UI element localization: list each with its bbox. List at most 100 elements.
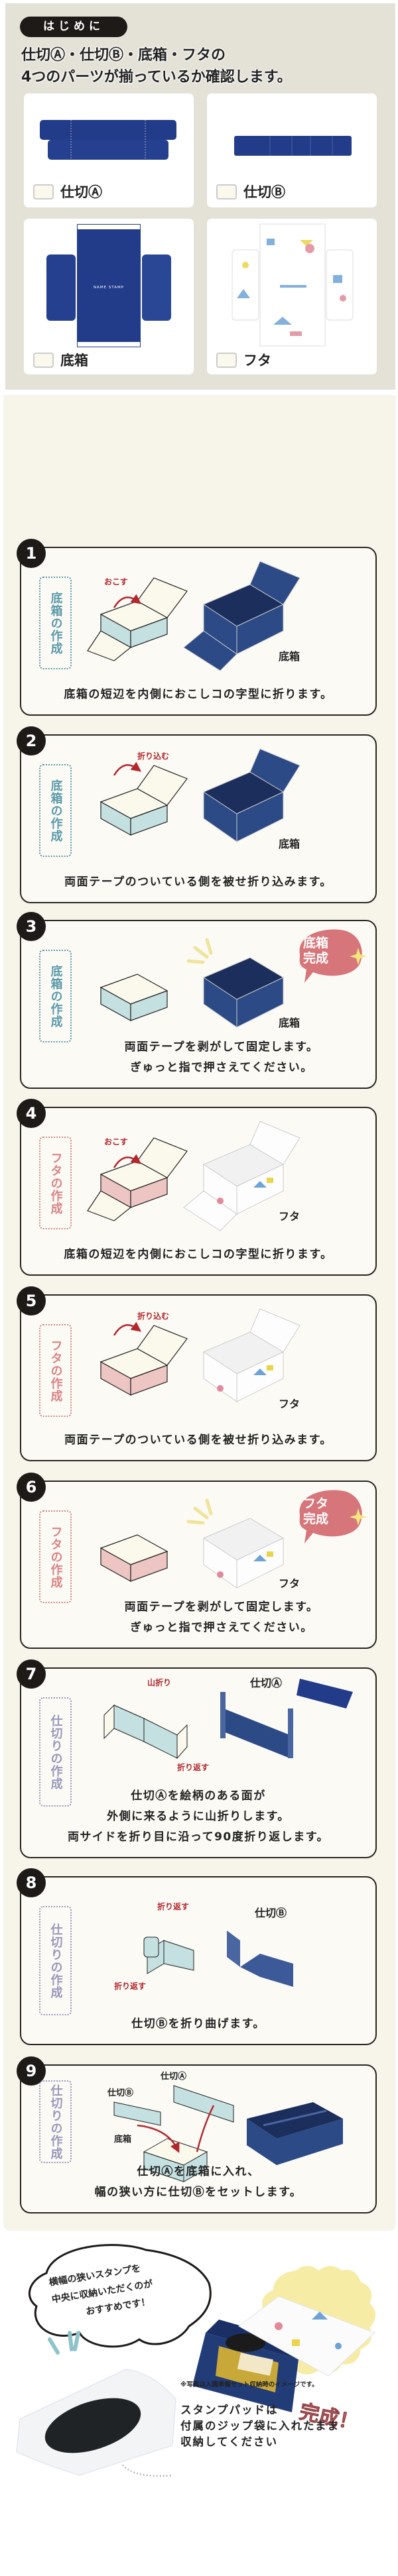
- step-section-label: フタの作成: [39, 1510, 72, 1603]
- caption-line: 仕切Ⓐを絵柄のある面が: [131, 1789, 266, 1803]
- part-card-lid: フタ: [207, 219, 377, 374]
- caption-line: 底箱の短辺を内側におこしコの字型に折ります。: [64, 1248, 333, 1261]
- step-annotation: 仕切Ⓐ: [161, 2072, 187, 2082]
- step-card-2: 2 底箱の作成 折り込む底箱両面テープのついている側を被せ折り込みます。: [17, 726, 377, 903]
- complete-bubble-text: フタ完成: [303, 1496, 328, 1527]
- step-number-badge: 8: [17, 1868, 46, 1897]
- stamp-pad-photo: [16, 2331, 176, 2477]
- headline-line: 仕切Ⓐ・仕切Ⓑ・底箱・フタの: [21, 47, 226, 64]
- part-label: 底箱: [60, 353, 88, 368]
- caption-line: 両面テープのついている側を被せ折り込みます。: [64, 1433, 332, 1447]
- complete-bubble: [299, 929, 367, 983]
- step-caption: 両面テープを剥がして固定します。ぎゅっと指で押さえてください。: [21, 1597, 375, 1638]
- complete-bubble-text: 底箱完成: [303, 936, 328, 966]
- caption-line: 幅の狭い方に仕切Ⓑをセットします。: [94, 2186, 302, 2199]
- step-caption: 両面テープのついている側を被せ折り込みます。: [21, 872, 375, 893]
- complete-bubble-line: 底箱: [303, 936, 329, 950]
- step-caption: 仕切Ⓑを折り曲げます。: [21, 2014, 375, 2035]
- step-section-label: 底箱の作成: [39, 764, 72, 857]
- part-label: 仕切Ⓐ: [60, 184, 102, 200]
- complete-bubble-line: 完成: [303, 951, 329, 966]
- step-illustration: [100, 1308, 300, 1402]
- stamp-pad-line: スタンプパッドは: [180, 2404, 279, 2416]
- intro-headline: 仕切Ⓐ・仕切Ⓑ・底箱・フタの 4つのパーツが揃っているか確認します。: [21, 44, 292, 88]
- step-section-label: 底箱の作成: [39, 950, 72, 1042]
- product-label: フタ: [279, 1577, 300, 1590]
- finished-box-photo: [192, 2296, 375, 2412]
- step-number-badge: 5: [17, 1286, 46, 1316]
- product-label: 底箱: [279, 838, 300, 850]
- part-label: フタ: [243, 353, 271, 368]
- complete-bubble: [299, 1490, 367, 1543]
- headline-line: 4つのパーツが揃っているか確認します。: [21, 69, 292, 85]
- part-card-divider-b: 仕切Ⓑ: [207, 93, 377, 207]
- product-label: フタ: [279, 1398, 300, 1410]
- lid-net-image: [232, 223, 354, 347]
- step-section-label: 仕切りの作成: [39, 2080, 72, 2163]
- step-section-label: フタの作成: [39, 1324, 72, 1417]
- step-number-badge: 1: [17, 539, 46, 568]
- stamp-pad-line: 収納してください: [180, 2436, 279, 2448]
- finish-illustration: 完成！: [16, 2244, 376, 2477]
- step-caption: 底箱の短辺を内側におこしコの字型に折ります。: [21, 1245, 375, 1265]
- checkbox-divider-b[interactable]: [216, 184, 237, 199]
- product-label: 底箱: [279, 1017, 300, 1029]
- step-illustration: [143, 1931, 293, 1987]
- step-annotation: 折り込む: [137, 1312, 170, 1321]
- divider-b-image: [234, 136, 352, 156]
- bottom-box-net-image: NAME STAMP: [46, 224, 171, 347]
- checkbox-divider-a[interactable]: [33, 184, 54, 199]
- step-annotation: 底箱: [114, 2135, 132, 2145]
- stamp-pad-text: スタンプパッドは 付属のジップ袋に入れたまま 収納してください: [180, 2402, 340, 2450]
- caption-line: 外側に来るように山折りします。: [107, 1810, 290, 1823]
- step-section-label: 仕切りの作成: [39, 1906, 72, 2015]
- complete-bubble-line: フタ: [303, 1496, 329, 1511]
- box-print-text: NAME STAMP: [94, 286, 124, 290]
- step-caption: 両面テープのついている側を被せ折り込みます。: [21, 1430, 375, 1451]
- caption-line: 両面テープを剥がして固定します。: [124, 1600, 319, 1614]
- caption-line: 仕切Ⓐを底箱に入れ、: [137, 2165, 260, 2178]
- complete-bubble-line: 完成: [303, 1512, 329, 1526]
- divider-a-image: [40, 120, 176, 160]
- step-annotation: 折り込む: [137, 752, 170, 761]
- step-annotation: 山折り: [147, 1678, 172, 1687]
- step-annotation: 折り返す: [177, 1763, 210, 1772]
- caption-line: 両サイドを折り目に沿って90度折り返します。: [67, 1830, 330, 1844]
- speech-bubble-outline: [28, 2244, 212, 2348]
- part-label: 仕切Ⓑ: [243, 184, 285, 200]
- step-illustration: [87, 561, 300, 671]
- checkbox-lid[interactable]: [216, 353, 237, 368]
- stamp-pad-line: 付属のジップ袋に入れたまま: [180, 2420, 340, 2432]
- caption-line: ぎゅっと指で押さえてください。: [130, 1621, 313, 1634]
- step-caption: 両面テープを剥がして固定します。ぎゅっと指で押さえてください。: [21, 1037, 375, 1078]
- intro-title-pill: はじめに: [20, 17, 127, 37]
- caption-line: ぎゅっと指で押さえてください。: [130, 1061, 313, 1074]
- caption-line: 仕切Ⓑを折り曲げます。: [131, 2017, 265, 2031]
- photo-note: ※写真は入園準備セット収納時のイメージです。: [180, 2381, 318, 2388]
- step-caption: 仕切Ⓐを底箱に入れ、幅の狭い方に仕切Ⓑをセットします。: [21, 2162, 375, 2203]
- product-label: 仕切Ⓑ: [255, 1907, 287, 1919]
- step-illustration: [100, 938, 285, 1028]
- product-label: フタ: [279, 1210, 300, 1223]
- part-card-bottom-box: NAME STAMP 底箱: [24, 219, 194, 374]
- step-caption: 底箱の短辺を内側におこしコの字型に折ります。: [21, 685, 375, 705]
- step-illustration: [100, 748, 300, 842]
- step-caption: 仕切Ⓐを絵柄のある面が外側に来るように山折りします。両サイドを折り目に沿って90…: [21, 1786, 375, 1848]
- step-annotation: 折り返す: [114, 1982, 147, 1991]
- step-illustration: [100, 1498, 285, 1589]
- checkbox-bottom-box[interactable]: [33, 353, 54, 368]
- step-annotation: 折り返す: [157, 1902, 190, 1911]
- step-annotation: おこす: [104, 577, 128, 587]
- step-number-badge: 2: [17, 726, 46, 756]
- step-illustration: [87, 1121, 300, 1231]
- step-section-label: フタの作成: [39, 1137, 72, 1229]
- product-label: 仕切Ⓐ: [250, 1677, 283, 1689]
- caption-line: 底箱の短辺を内側におこしコの字型に折ります。: [64, 688, 333, 701]
- step-illustration: [113, 2085, 343, 2182]
- step-number-badge: 4: [17, 1099, 46, 1128]
- step-number-badge: 7: [17, 1659, 46, 1689]
